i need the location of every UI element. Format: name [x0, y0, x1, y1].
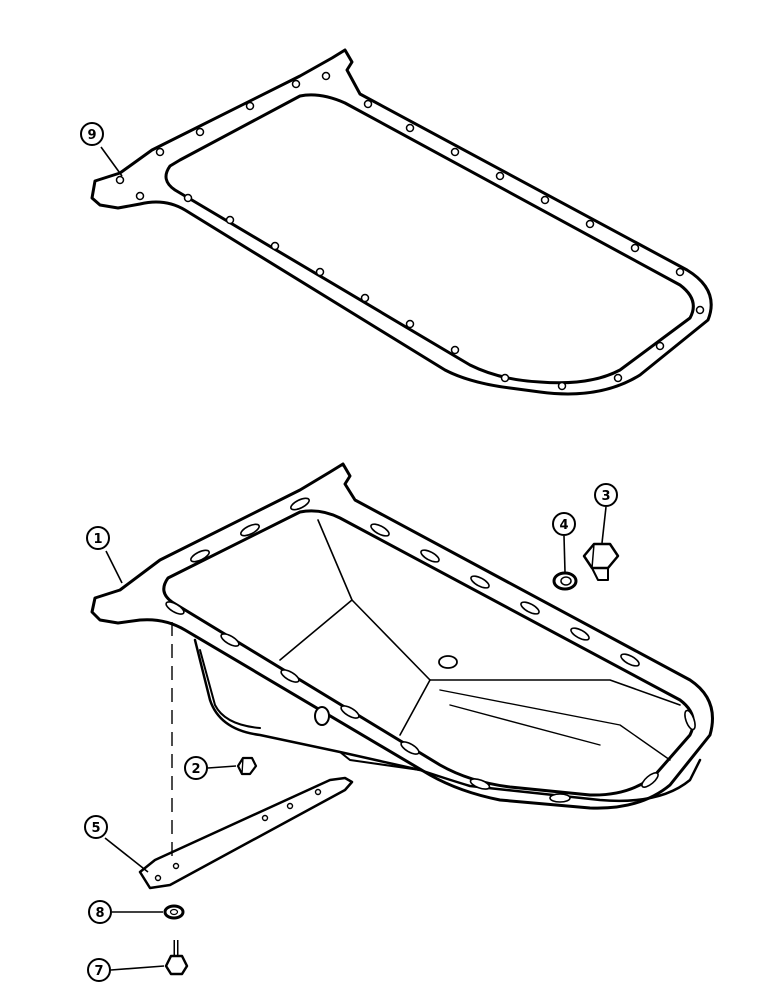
callout-5-label: 5 [91, 821, 100, 836]
callout-1: 1 [86, 526, 123, 584]
oil-pan-icon [90, 462, 714, 860]
callout-8: 8 [88, 900, 163, 924]
callout-4-label: 4 [559, 518, 568, 533]
callout-9-label: 9 [87, 128, 96, 143]
drain-plug-icon [582, 542, 620, 581]
callout-7: 7 [87, 958, 165, 982]
oil-pan-gasket-icon [90, 48, 713, 396]
callout-1-label: 1 [93, 532, 102, 547]
drain-plug-icon [236, 756, 258, 776]
callout-7-label: 7 [94, 964, 103, 979]
callout-9: 9 [80, 122, 123, 177]
callout-4: 4 [552, 512, 576, 573]
bracket-icon [138, 776, 354, 890]
bolt-icon [164, 940, 189, 976]
callout-8-label: 8 [95, 906, 104, 921]
callout-2-label: 2 [191, 762, 200, 777]
callout-3: 3 [594, 483, 618, 544]
callout-2: 2 [184, 756, 237, 780]
callout-5: 5 [84, 815, 149, 873]
sealing-washer-icon [163, 904, 185, 920]
callout-3-label: 3 [601, 489, 610, 504]
sealing-washer-icon [552, 571, 578, 591]
